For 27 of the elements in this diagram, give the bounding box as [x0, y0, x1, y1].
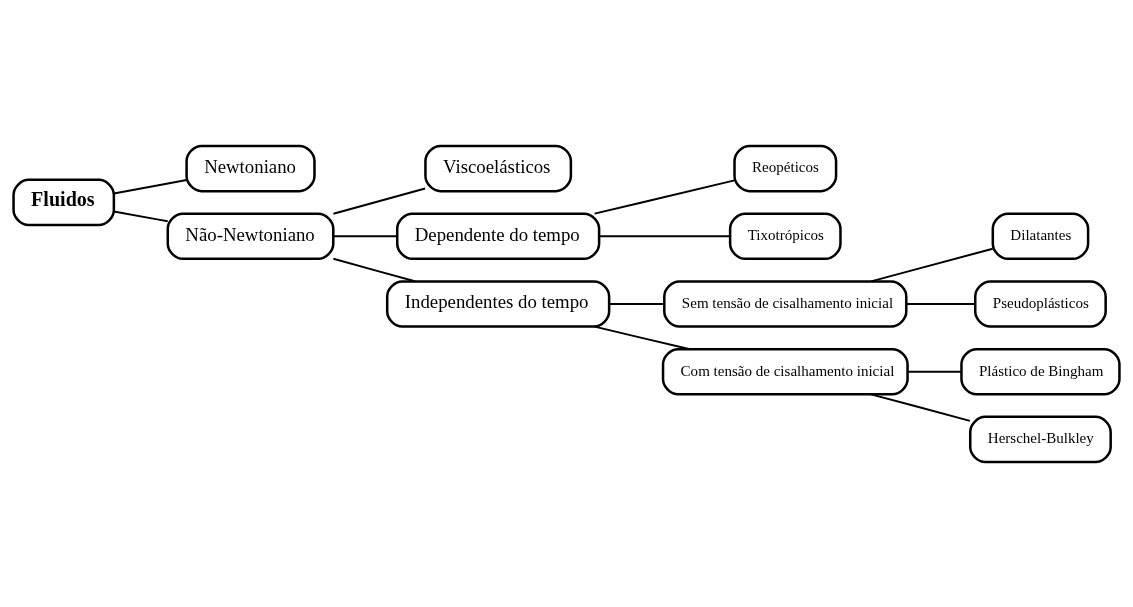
- connector: [333, 234, 397, 237]
- connector: [333, 186, 426, 215]
- connector: [907, 370, 962, 373]
- connector: [906, 302, 976, 305]
- node-box: Independentes do tempo: [385, 279, 611, 328]
- node-box: Pseudoplásticos: [974, 279, 1107, 328]
- node-box: Herschel-Bulkley: [969, 415, 1112, 463]
- node-box: Viscoelásticos: [424, 144, 573, 192]
- connector: [609, 302, 664, 305]
- connector: [113, 178, 187, 194]
- connector: [594, 325, 690, 350]
- connector: [113, 209, 168, 222]
- node-box: Fluidos: [12, 178, 116, 226]
- node-box: Sem tensão de cisalhamento inicial: [663, 279, 908, 328]
- connector: [870, 247, 993, 282]
- node-box: Dependente do tempo: [395, 211, 601, 260]
- node-box: Reopéticos: [733, 144, 838, 192]
- node-box: Com tensão de cisalhamento inicial: [661, 347, 909, 396]
- node-box: Dilatantes: [991, 211, 1090, 260]
- node-box: Plástico de Bingham: [960, 347, 1121, 396]
- node-box: Não-Newtoniano: [166, 211, 335, 260]
- connector: [333, 257, 416, 282]
- connector: [599, 234, 730, 237]
- node-box: Tixotrópicos: [728, 211, 842, 260]
- node-box: Newtoniano: [185, 144, 316, 192]
- connector: [594, 178, 735, 215]
- connector: [870, 392, 971, 422]
